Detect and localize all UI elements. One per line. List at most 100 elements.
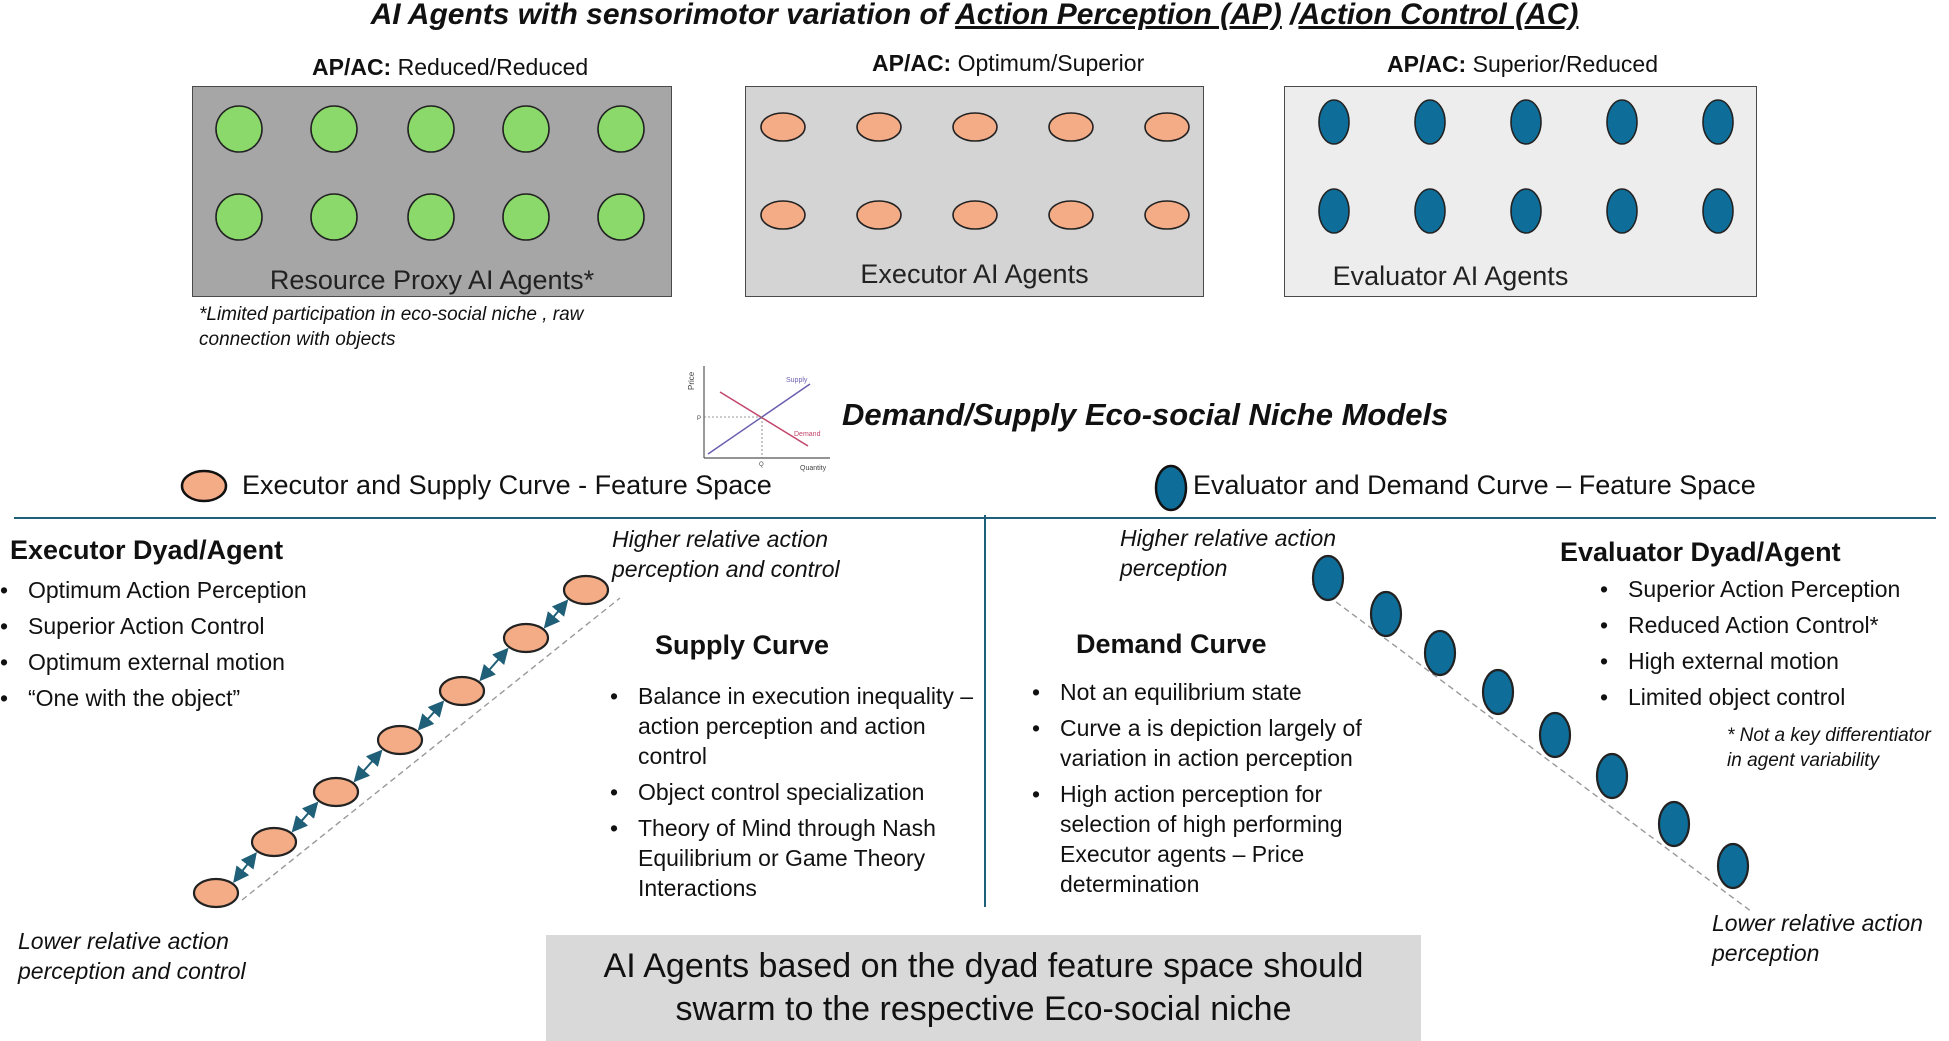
blue-ellipse-agent <box>1414 188 1446 234</box>
supply-trend-line <box>241 597 621 901</box>
executor-agent <box>250 826 298 858</box>
resource-proxy-agents-title: Resource Proxy AI Agents* <box>269 265 595 295</box>
demand-curve-list: Not an equilibrium state Curve a is depi… <box>1032 677 1412 905</box>
list-item: Superior Action Perception <box>1600 574 1940 604</box>
conclusion-banner: AI Agents based on the dyad feature spac… <box>546 935 1421 1041</box>
conclusion-banner-text: AI Agents based on the dyad feature spac… <box>603 947 1364 1028</box>
list-item: Theory of Mind through Nash Equilibrium … <box>610 813 975 903</box>
executor-agents-box: Executor AI Agents <box>745 86 1204 297</box>
blue-ellipse-agent <box>1510 188 1542 234</box>
blue-ellipse-agent <box>1318 99 1350 145</box>
title-ap: Action Perception (AP) <box>955 0 1282 31</box>
green-circle-agent <box>502 105 550 153</box>
list-item: Superior Action Control <box>0 611 420 641</box>
executor-dyad-heading: Executor Dyad/Agent <box>10 535 284 565</box>
mini-supply-line <box>707 383 811 455</box>
evaluator-legend-text: Evaluator and Demand Curve – Feature Spa… <box>1193 470 1756 500</box>
title-ac: Action Control (AC) <box>1298 0 1579 31</box>
blue-ellipse-agent <box>1510 99 1542 145</box>
supply-curve-list: Balance in execution inequality – action… <box>610 681 975 909</box>
salmon-ellipse-agent <box>760 112 806 142</box>
blue-ellipse-agent <box>1606 188 1638 234</box>
blue-ellipse-agent <box>1606 99 1638 145</box>
salmon-ellipse-agent <box>1048 200 1094 230</box>
evaluator-legend-icon <box>1154 464 1188 512</box>
demand-trend-line <box>1311 583 1753 913</box>
executor-agent <box>438 675 486 707</box>
executor-higher-note: Higher relative action perception and co… <box>612 526 840 582</box>
list-item: Object control specialization <box>610 777 975 807</box>
green-circle-agent <box>407 105 455 153</box>
blue-ellipse-agent <box>1414 99 1446 145</box>
salmon-ellipse-agent <box>1144 200 1190 230</box>
green-circle-agent <box>215 193 263 241</box>
evaluator-agents-title: Evaluator AI Agents <box>1332 261 1569 291</box>
evaluator-agents-shapes <box>1318 99 1734 234</box>
list-item: Optimum Action Perception <box>0 575 420 605</box>
executor-agent <box>502 622 550 654</box>
evaluator-footnote: * Not a key differentiator in agent vari… <box>1727 725 1931 771</box>
salmon-ellipse-agent <box>1048 112 1094 142</box>
niche-models-title: Demand/Supply Eco-social Niche Models <box>842 397 1449 432</box>
demand-curve-diagram <box>1311 554 1753 913</box>
box-label-evaluator: AP/AC: Superior/Reduced <box>1387 51 1659 77</box>
evaluator-agent <box>1481 668 1515 716</box>
evaluator-agent <box>1369 590 1403 638</box>
executor-agent <box>192 877 240 909</box>
supply-double-arrow <box>417 700 445 731</box>
mini-chart-q-label: Q <box>759 462 764 468</box>
green-circle-agent <box>407 193 455 241</box>
list-item: Balance in execution inequality – action… <box>610 681 975 771</box>
supply-curve-heading: Supply Curve <box>655 630 830 660</box>
mini-chart-xlabel: Quantity <box>800 465 827 472</box>
demand-curve-heading: Demand Curve <box>1076 629 1267 659</box>
salmon-ellipse-agent <box>1144 112 1190 142</box>
resource-proxy-agents-shapes <box>215 105 645 241</box>
list-item: High external motion <box>1600 646 1940 676</box>
list-item: Optimum external motion <box>0 647 420 677</box>
supply-double-arrow <box>543 599 569 629</box>
main-title: AI Agents with sensorimotor variation of… <box>370 0 1579 31</box>
horizontal-divider <box>14 517 1936 519</box>
mini-demand-line <box>719 391 809 447</box>
supply-double-arrow <box>479 647 509 682</box>
demand-higher-note: Higher relative action perception <box>1120 525 1337 581</box>
salmon-ellipse-agent <box>952 112 998 142</box>
executor-agent <box>376 724 424 756</box>
supply-double-arrow <box>291 801 319 833</box>
green-circle-agent <box>310 193 358 241</box>
executor-agents-shapes <box>760 112 1190 230</box>
demand-lower-note: Lower relative action perception <box>1712 910 1923 966</box>
evaluator-agent <box>1657 800 1691 848</box>
blue-ellipse-agent <box>1318 188 1350 234</box>
vertical-divider <box>984 515 986 907</box>
green-circle-agent <box>597 105 645 153</box>
list-item: Not an equilibrium state <box>1032 677 1412 707</box>
box-label-executor: AP/AC: Optimum/Superior <box>872 50 1145 76</box>
evaluator-agent <box>1595 752 1629 800</box>
salmon-ellipse-agent <box>760 200 806 230</box>
executor-dyad-list: Optimum Action Perception Superior Actio… <box>0 575 420 719</box>
executor-legend-text: Executor and Supply Curve - Feature Spac… <box>242 470 772 500</box>
mini-supply-demand-chart: Price Quantity Supply Demand P Q <box>687 366 830 472</box>
evaluator-dyad-heading: Evaluator Dyad/Agent <box>1560 537 1841 567</box>
evaluator-agent <box>1423 629 1457 677</box>
salmon-ellipse-agent <box>856 112 902 142</box>
green-circle-agent <box>215 105 263 153</box>
evaluator-agents-box: Evaluator AI Agents <box>1284 86 1757 297</box>
blue-ellipse-agent <box>1702 188 1734 234</box>
executor-lower-note: Lower relative action perception and con… <box>18 928 246 984</box>
box-label-resource-proxy: AP/AC: Reduced/Reduced <box>312 54 589 80</box>
salmon-ellipse-agent <box>952 200 998 230</box>
executor-agent <box>562 574 610 606</box>
resource-proxy-footnote: *Limited participation in eco-social nic… <box>199 304 584 350</box>
supply-double-arrow <box>233 852 257 883</box>
green-circle-agent <box>310 105 358 153</box>
list-item: “One with the object” <box>0 683 420 713</box>
blue-ellipse-agent <box>1702 99 1734 145</box>
list-item: Reduced Action Control* <box>1600 610 1940 640</box>
evaluator-agent <box>1716 842 1750 890</box>
supply-curve-diagram <box>192 574 621 909</box>
list-item: Limited object control <box>1600 682 1940 712</box>
executor-agent <box>312 776 360 808</box>
